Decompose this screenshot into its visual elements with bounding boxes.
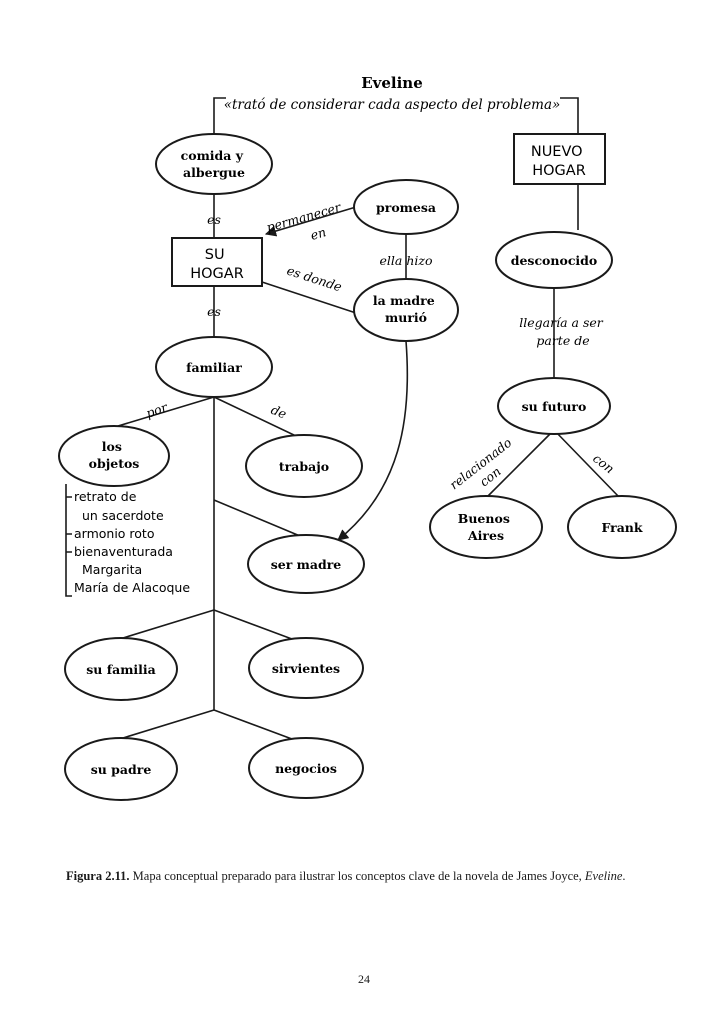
concept-map: Eveline «trató de considerar cada aspect… xyxy=(58,74,677,801)
svg-text:comida y albergue: comida y albergue xyxy=(181,148,248,180)
link-futuro-buenosaires xyxy=(485,429,555,499)
label-ser-madre: ser madre xyxy=(271,557,342,572)
link-familiar-objetos xyxy=(117,396,215,427)
node-su-hogar xyxy=(171,237,263,287)
connector-lines xyxy=(65,97,621,743)
link-label-llegaria-2: parte de xyxy=(536,333,589,348)
svg-text:Buenos Aires: Buenos Aires xyxy=(458,511,514,543)
node-su-padre xyxy=(64,737,178,801)
label-sirvientes: sirvientes xyxy=(272,661,340,676)
objetos-item-5: Margarita xyxy=(82,562,142,577)
objetos-item-4: bienaventurada xyxy=(74,544,173,559)
link-label-en: en xyxy=(309,224,328,243)
label-madre-1: la madre xyxy=(373,293,435,308)
label-aires: Aires xyxy=(467,528,504,543)
label-hogar: HOGAR xyxy=(190,266,244,282)
label-su: SU xyxy=(205,247,225,263)
link-label-permanecer: permanecer xyxy=(265,199,344,235)
node-buenos-aires xyxy=(429,495,543,559)
label-objetos-1: los xyxy=(102,439,122,454)
svg-text:NUEVO HOGAR: NUEVO HOGAR xyxy=(531,144,587,179)
node-sirvientes xyxy=(248,637,364,699)
objetos-list-bracket xyxy=(65,484,72,597)
link-trunk-negocios xyxy=(213,709,301,743)
link-suhogar-madre xyxy=(261,281,357,314)
caption-label: Figura 2.11. xyxy=(66,869,130,883)
node-desconocido xyxy=(495,231,613,289)
label-hogar-new: HOGAR xyxy=(532,163,586,179)
node-familiar xyxy=(155,336,273,398)
link-label-es-bottom: es xyxy=(207,304,221,319)
objetos-list-ticks xyxy=(66,496,72,553)
link-label-es-donde: es donde xyxy=(285,263,344,295)
objetos-item-6: María de Alacoque xyxy=(74,580,190,595)
node-comida-albergue xyxy=(155,133,273,195)
link-trunk-sermadre xyxy=(213,499,301,537)
node-trabajo xyxy=(245,434,363,498)
svg-text:SU HOGAR: SU HOGAR xyxy=(190,247,244,282)
caption-text: Mapa conceptual preparado para ilustrar … xyxy=(132,869,582,883)
node-promesa xyxy=(353,179,459,235)
label-objetos-2: objetos xyxy=(89,456,140,471)
link-label-es-top: es xyxy=(207,212,221,227)
objetos-item-2: un sacerdote xyxy=(82,508,164,523)
label-buenos: Buenos xyxy=(458,511,510,526)
label-madre-2: murió xyxy=(385,310,427,325)
svg-text:los objetos: los objetos xyxy=(89,439,140,471)
label-desconocido: desconocido xyxy=(511,253,598,268)
link-promesa-suhogar xyxy=(264,206,357,237)
link-label-de: de xyxy=(269,402,289,422)
link-label-ella-hizo: ella hizo xyxy=(380,253,433,268)
label-frank: Frank xyxy=(601,520,642,535)
label-trabajo: trabajo xyxy=(279,459,329,474)
node-su-futuro xyxy=(497,377,611,435)
label-su-futuro: su futuro xyxy=(522,399,587,414)
link-trunk-sufamilia xyxy=(109,609,215,643)
label-comida-1: comida y xyxy=(181,148,244,163)
node-la-madre-murio xyxy=(353,278,459,342)
node-nuevo-hogar xyxy=(513,133,606,185)
map-subtitle: «trató de considerar cada aspecto del pr… xyxy=(224,97,561,113)
link-madre-sermadre xyxy=(337,340,409,541)
link-trunk-sirvientes xyxy=(213,609,301,643)
label-promesa: promesa xyxy=(376,200,436,215)
map-title: Eveline xyxy=(361,74,423,92)
node-su-familia xyxy=(64,637,178,701)
svg-text:retrato de un sacerdote: retrato de un sacerdote armonio roto bie… xyxy=(74,489,190,595)
figure-caption: Figura 2.11. Mapa conceptual preparado p… xyxy=(66,867,662,886)
node-ser-madre xyxy=(247,534,365,594)
objetos-item-3: armonio roto xyxy=(74,526,154,541)
link-label-llegaria-1: llegaría a ser xyxy=(519,315,603,330)
link-label-por: por xyxy=(144,399,170,421)
svg-text:llegaría a ser parte de: llegaría a ser parte de xyxy=(519,315,606,348)
caption-end: . xyxy=(622,869,626,883)
node-frank xyxy=(567,495,677,559)
label-nuevo: NUEVO xyxy=(531,144,583,160)
node-los-objetos xyxy=(58,425,170,487)
link-familiar-trabajo xyxy=(213,396,297,437)
label-negocios: negocios xyxy=(275,761,337,776)
link-futuro-frank xyxy=(553,429,621,499)
subtitle-backdrop xyxy=(226,94,560,114)
objetos-item-1: retrato de xyxy=(74,489,137,504)
caption-italic: Eveline xyxy=(584,869,623,883)
node-negocios xyxy=(248,737,364,799)
svg-text:la madre murió: la madre murió xyxy=(373,293,439,325)
label-familiar: familiar xyxy=(186,360,242,375)
label-comida-2: albergue xyxy=(183,165,245,180)
label-su-familia: su familia xyxy=(86,662,156,677)
label-su-padre: su padre xyxy=(91,762,152,777)
link-trunk-supadre xyxy=(109,709,215,743)
page-number: 24 xyxy=(358,972,370,986)
